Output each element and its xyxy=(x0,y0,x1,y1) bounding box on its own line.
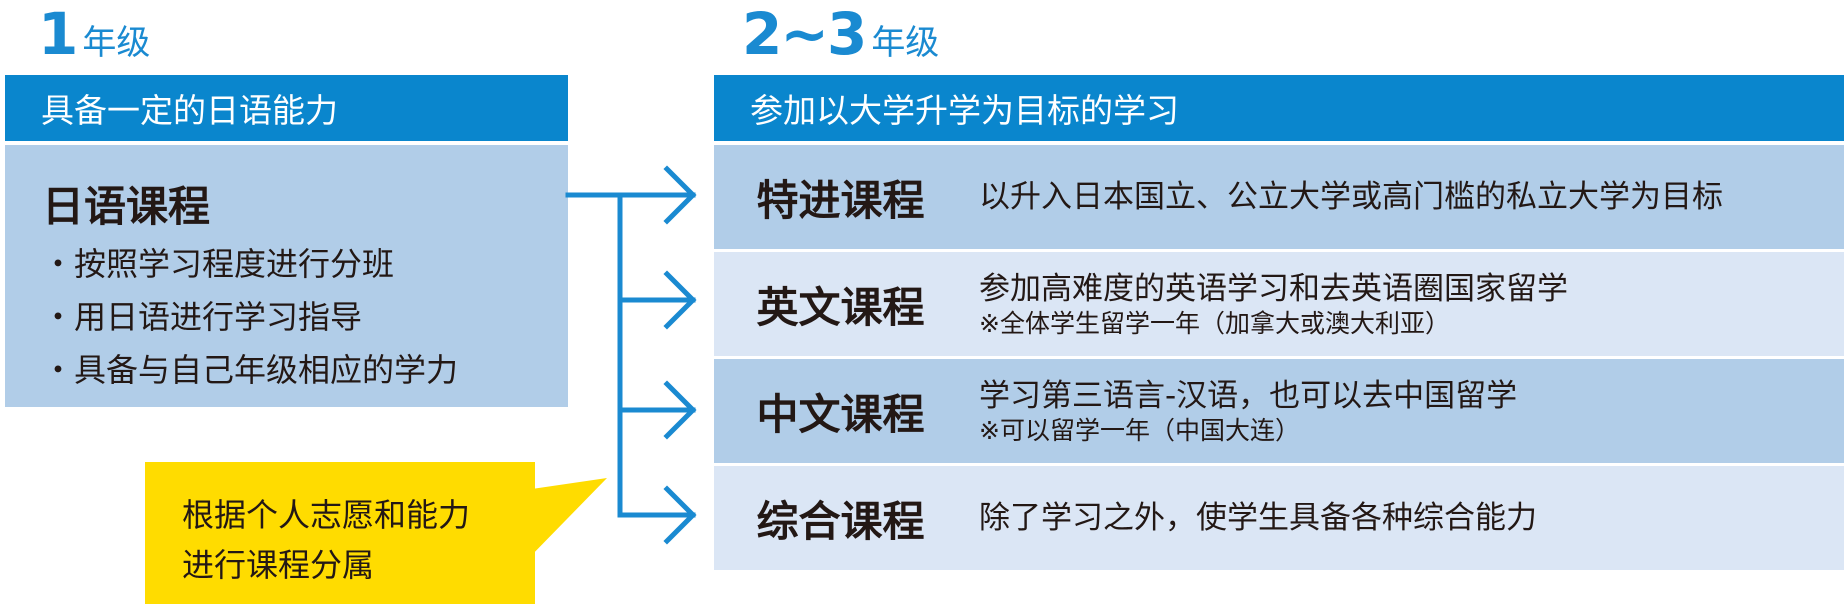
arrow-head-icon xyxy=(663,270,697,330)
course-desc: 参加高难度的英语学习和去英语圈国家留学 xyxy=(979,271,1568,307)
callout-line: 进行课程分属 xyxy=(182,546,375,584)
grade23-heading: 2~3 年级 xyxy=(742,0,939,68)
grade1-number: 1 xyxy=(38,0,78,68)
left-header-text: 具备一定的日语能力 xyxy=(41,91,338,130)
grade1-heading: 1 年级 xyxy=(38,0,150,68)
course-note: ※可以留学一年（中国大连） xyxy=(979,416,1300,445)
course-row-tokushin: 特进课程 以升入日本国立、公立大学或高门槛的私立大学为目标 xyxy=(714,145,1844,249)
callout-line: 根据个人志愿和能力 xyxy=(182,496,471,534)
course-row-general: 综合课程 除了学习之外，使学生具备各种综合能力 xyxy=(714,466,1844,570)
course-name: 中文课程 xyxy=(756,389,925,439)
course-desc: 学习第三语言-汉语，也可以去中国留学 xyxy=(979,378,1518,414)
japanese-course-bullet: ・用日语进行学习指导 xyxy=(42,298,363,336)
arrow-head-icon xyxy=(663,380,697,440)
branch-connector xyxy=(565,165,697,545)
course-name: 特进课程 xyxy=(756,175,925,225)
course-row-chinese: 中文课程 学习第三语言-汉语，也可以去中国留学 ※可以留学一年（中国大连） xyxy=(714,359,1844,463)
course-name: 英文课程 xyxy=(756,282,925,332)
right-header-text: 参加以大学升学为目标的学习 xyxy=(750,91,1179,130)
course-name: 综合课程 xyxy=(756,496,925,546)
grade23-number: 2~3 xyxy=(742,0,867,68)
callout-pointer xyxy=(525,478,607,562)
arrow-head-icon xyxy=(663,485,697,545)
right-header-bar: 参加以大学升学为目标的学习 xyxy=(714,75,1844,141)
course-note: ※全体学生留学一年（加拿大或澳大利亚） xyxy=(979,309,1450,338)
japanese-course-bullet: ・按照学习程度进行分班 xyxy=(42,245,395,283)
left-header-bar: 具备一定的日语能力 xyxy=(5,75,568,141)
arrow-head-icon xyxy=(663,165,697,225)
grade23-label: 年级 xyxy=(871,23,940,63)
grade1-label: 年级 xyxy=(82,23,151,63)
japanese-course-box: 日语课程 ・按照学习程度进行分班 ・用日语进行学习指导 ・具备与自己年级相应的学… xyxy=(5,145,568,407)
japanese-course-title: 日语课程 xyxy=(42,182,211,231)
callout-box: 根据个人志愿和能力 进行课程分属 xyxy=(145,462,535,604)
japanese-course-bullet: ・具备与自己年级相应的学力 xyxy=(42,351,459,389)
course-desc: 以升入日本国立、公立大学或高门槛的私立大学为目标 xyxy=(979,179,1723,215)
course-desc: 除了学习之外，使学生具备各种综合能力 xyxy=(979,500,1537,536)
course-row-english: 英文课程 参加高难度的英语学习和去英语圈国家留学 ※全体学生留学一年（加拿大或澳… xyxy=(714,252,1844,356)
